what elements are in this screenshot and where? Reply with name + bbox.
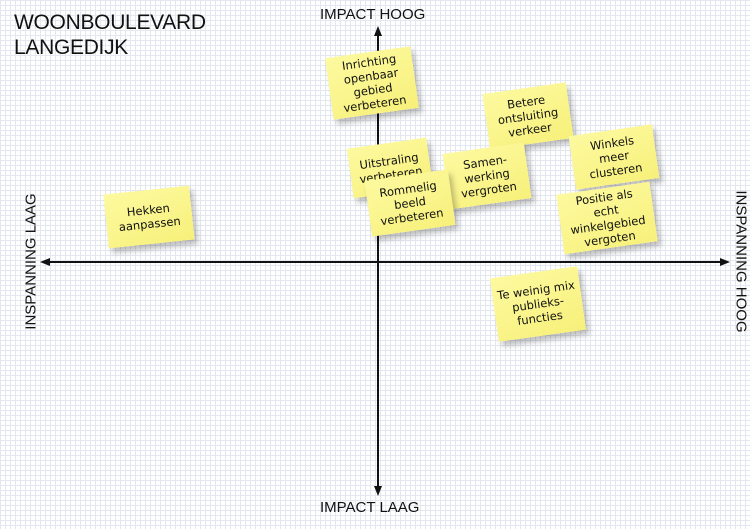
arrow-left-icon (40, 258, 50, 266)
page-title: WOONBOULEVARD LANGEDIJK (14, 10, 206, 60)
axis-label-effort-high: INSPANNING HOOG (732, 190, 750, 333)
arrow-up-icon (374, 26, 382, 36)
arrow-right-icon (720, 258, 730, 266)
axis-label-effort-low: INSPANNING LAAG (22, 193, 40, 330)
sticky-note[interactable]: Winkels meer clusteren (568, 124, 660, 190)
sticky-note[interactable]: Hekken aanpassen (103, 185, 195, 249)
arrow-down-icon (374, 486, 382, 496)
sticky-note[interactable]: Inrichting openbaar gebied verbeteren (325, 46, 419, 120)
sticky-note[interactable]: Samen- werking vergroten (442, 142, 532, 210)
sticky-note[interactable]: Betere ontsluiting verkeer (482, 82, 574, 150)
sticky-note[interactable]: Te weinig mix publieks- functies (489, 266, 587, 342)
axis-label-impact-high: IMPACT HOOG (320, 6, 426, 23)
title-line-2: LANGEDIJK (14, 36, 128, 59)
axis-label-impact-low: IMPACT LAAG (320, 499, 420, 516)
sticky-note[interactable]: Rommelig beeld verbeteren (364, 169, 456, 237)
title-line-1: WOONBOULEVARD (14, 11, 206, 34)
